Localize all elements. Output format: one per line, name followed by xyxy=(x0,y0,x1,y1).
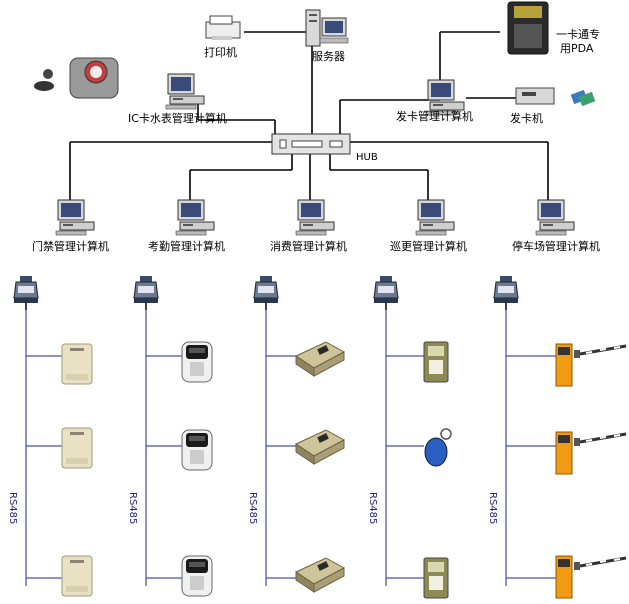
pos-terminal-icon xyxy=(295,557,345,593)
parking-barrier-icon xyxy=(554,554,628,600)
consumption-pc-icon xyxy=(295,199,335,236)
attendance-terminal-icon xyxy=(181,341,213,383)
rs485-converter-icon xyxy=(133,275,159,311)
parking-pc-icon xyxy=(535,199,575,236)
parking-barrier-icon xyxy=(554,342,628,388)
access-reader-icon xyxy=(61,555,93,597)
patrol-reader-icon xyxy=(423,341,449,383)
patrol-pc-label: 巡更管理计算机 xyxy=(390,239,467,253)
rs485-label: RS485 xyxy=(487,492,498,524)
rs485-label: RS485 xyxy=(127,492,138,524)
rs485-converter-icon xyxy=(493,275,519,311)
patrol-pc-icon xyxy=(415,199,455,236)
server-icon xyxy=(305,9,349,47)
backbone-lines xyxy=(69,31,549,200)
attendance-terminal-icon xyxy=(181,555,213,597)
attendance-pc-label: 考勤管理计算机 xyxy=(148,239,225,253)
patrol-reader-icon xyxy=(423,557,449,599)
ic-water-pc-label: IC卡水表管理计算机 xyxy=(128,111,227,125)
pos-terminal-icon xyxy=(295,341,345,377)
access-reader-icon xyxy=(61,343,93,385)
hub-label: HUB xyxy=(356,152,378,163)
card-issue-pc-label: 发卡管理计算机 xyxy=(396,109,473,123)
rs485-converter-icon xyxy=(13,275,39,311)
access-reader-icon xyxy=(61,427,93,469)
water-meter-icon xyxy=(69,57,119,99)
attendance-terminal-icon xyxy=(181,429,213,471)
access-control-pc-icon xyxy=(55,199,95,236)
server-label: 服务器 xyxy=(312,50,345,63)
card-issuer-icon xyxy=(515,87,596,107)
patrol-tag-icon xyxy=(424,428,452,467)
hub-icon xyxy=(271,133,351,155)
rs485-converter-icon xyxy=(373,275,399,311)
ic-water-pc-icon xyxy=(165,73,205,110)
parking-pc-label: 停车场管理计算机 xyxy=(512,239,600,253)
card-issuer-label: 发卡机 xyxy=(510,111,543,125)
parking-barrier-icon xyxy=(554,430,628,476)
access-control-pc-label: 门禁管理计算机 xyxy=(32,239,109,253)
pda-label-line2: 用PDA xyxy=(560,42,594,55)
printer-icon xyxy=(205,15,241,40)
rs485-converter-icon xyxy=(253,275,279,311)
rs485-label: RS485 xyxy=(247,492,258,524)
pda-icon xyxy=(507,1,549,55)
rs485-buses xyxy=(25,310,556,586)
pda-label-line1: 一卡通专 xyxy=(556,27,600,41)
rs485-label: RS485 xyxy=(367,492,378,524)
printer-label: 打印机 xyxy=(204,45,237,59)
ic-key-fob-icon xyxy=(34,69,54,91)
rs485-label: RS485 xyxy=(7,492,18,524)
attendance-pc-icon xyxy=(175,199,215,236)
consumption-pc-label: 消费管理计算机 xyxy=(270,239,347,253)
pos-terminal-icon xyxy=(295,429,345,465)
